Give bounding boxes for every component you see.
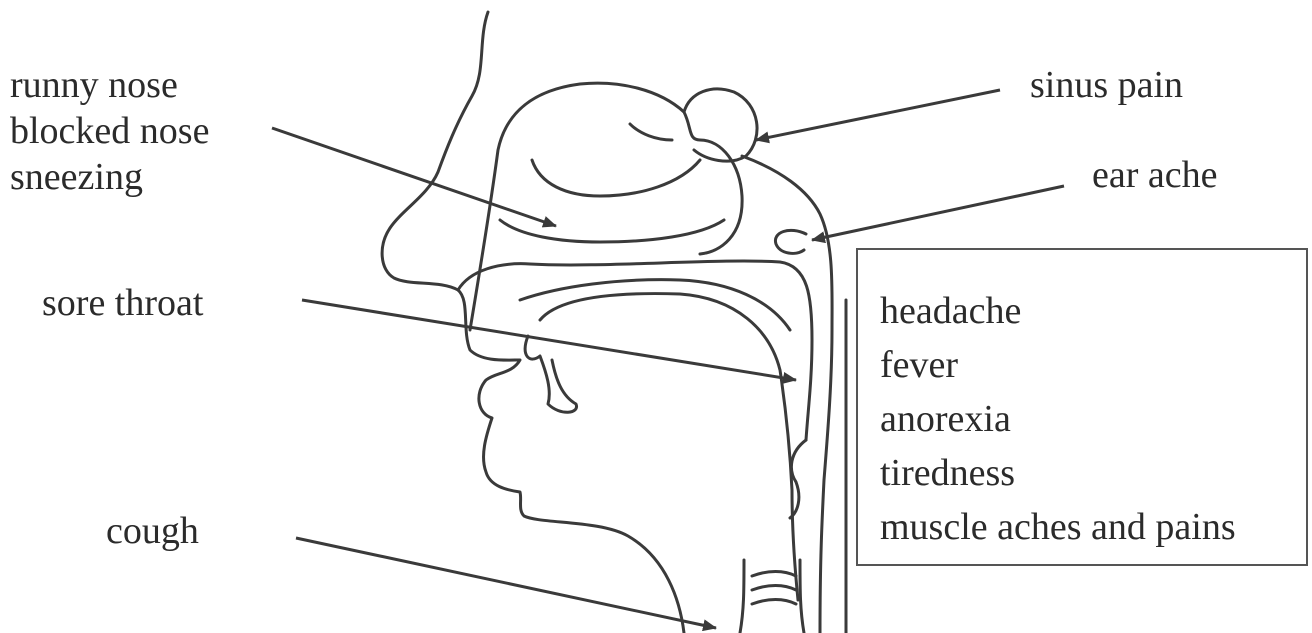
face-profile-outline xyxy=(382,12,684,633)
symptom-tiredness: tiredness xyxy=(880,446,1306,500)
turbinate-upper xyxy=(532,160,700,196)
label-cough: cough xyxy=(106,508,199,554)
label-nose-symptoms: runny nose blocked nose sneezing xyxy=(10,62,209,200)
arrow-sinus xyxy=(756,90,1000,140)
trachea-ring-3 xyxy=(752,600,796,605)
label-blocked-nose: blocked nose xyxy=(10,108,209,154)
symptom-muscle-aches: muscle aches and pains xyxy=(880,500,1306,554)
nasal-cavity-outline xyxy=(470,83,742,330)
arrow-nose xyxy=(272,128,556,226)
symptom-headache: headache xyxy=(880,284,1306,338)
arrow-cough xyxy=(296,538,716,628)
symptom-anorexia: anorexia xyxy=(880,392,1306,446)
symptom-fever: fever xyxy=(880,338,1306,392)
trachea-ring-1 xyxy=(752,572,796,577)
label-ear-ache: ear ache xyxy=(1092,152,1218,198)
trachea-ring-2 xyxy=(752,586,796,591)
turbinate-middle xyxy=(500,220,724,242)
nasal-floor-outline xyxy=(458,261,812,440)
nasopharynx-outline xyxy=(742,156,832,633)
ear-tube-outline xyxy=(775,230,806,253)
uvula-outline xyxy=(525,336,576,412)
label-sore-throat: sore throat xyxy=(42,280,203,326)
arrow-ear xyxy=(812,186,1064,240)
label-sneezing: sneezing xyxy=(10,154,209,200)
label-runny-nose: runny nose xyxy=(10,62,209,108)
sinus-outline xyxy=(684,89,757,161)
label-sinus-pain: sinus pain xyxy=(1030,62,1183,108)
turbinate-lower xyxy=(630,124,672,140)
tongue-outline xyxy=(540,294,798,600)
general-symptoms-box: headache fever anorexia tiredness muscle… xyxy=(856,248,1308,566)
